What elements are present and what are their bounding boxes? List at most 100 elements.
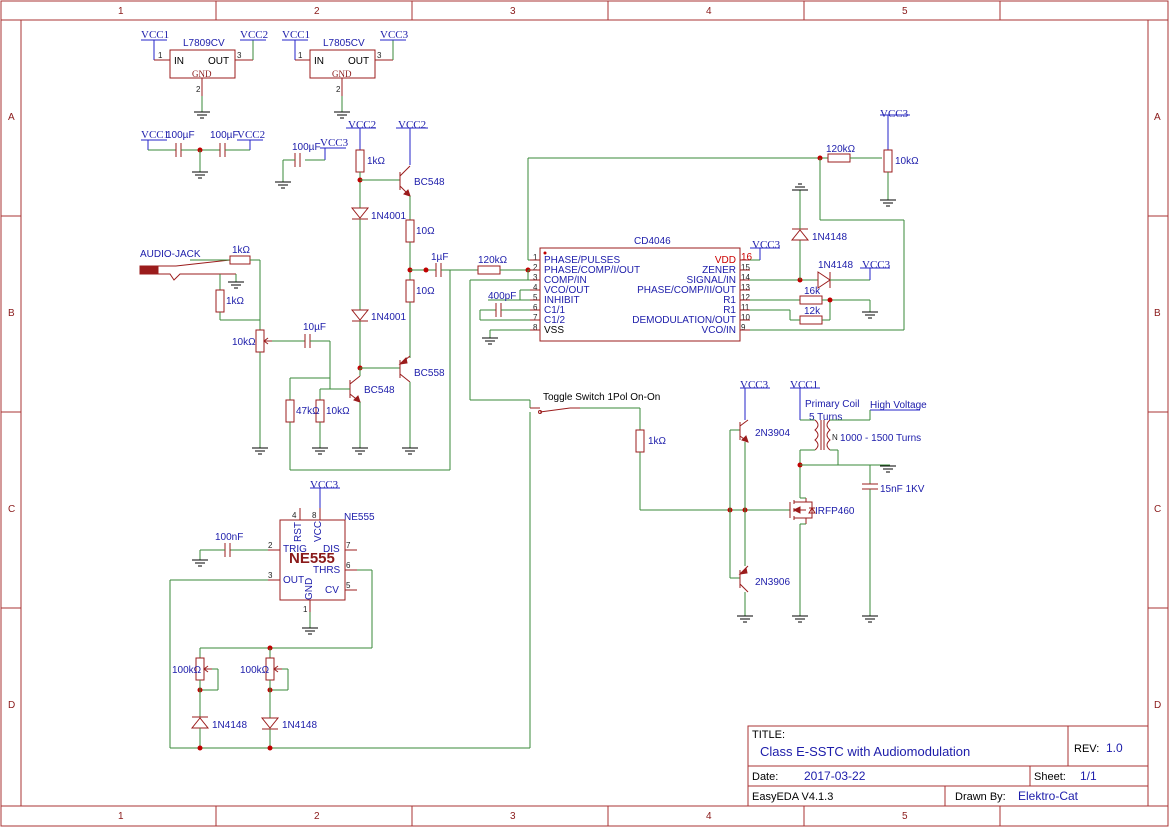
diode-label: 1N4001 [371, 312, 406, 323]
drawn-by-label: Drawn By: [955, 791, 1006, 803]
frame-row-labels: A B C D A B C D [8, 112, 1161, 711]
potentiometer-value: 10kΩ [895, 156, 919, 167]
pin-number: 6 [533, 303, 538, 312]
cd4046-left-pins: PHASE/PULSES PHASE/COMP/I/OUT COMP/IN VC… [533, 253, 640, 336]
pin-number: 9 [741, 323, 746, 332]
ground-symbol [862, 615, 878, 623]
ground-symbol [792, 615, 808, 623]
capacitor-value: 100µF [166, 130, 195, 141]
vcc3-net-label: VCC3 [320, 137, 349, 149]
cd4046-right-pins: VDD ZENER SIGNAL/IN PHASE/COMP/II/OUT R1… [632, 252, 752, 336]
pin-label: GND [332, 69, 352, 79]
pin-number: 14 [741, 273, 750, 282]
pin-label: SIGNAL/IN [687, 275, 736, 286]
ground-symbol [792, 183, 808, 191]
ground-symbol [880, 465, 896, 473]
drawn-by-value: Elektro-Cat [1018, 789, 1079, 803]
toggle-switch: Toggle Switch 1Pol On-On 1kΩ [529, 392, 784, 748]
column-label: 2 [314, 6, 320, 17]
vcc1-net-label: VCC1 [141, 129, 169, 141]
vcc3-net-label: VCC3 [740, 379, 769, 391]
ground-symbol [352, 447, 368, 455]
vcc3-net-label: VCC3 [380, 29, 409, 41]
pin-label: GND [192, 69, 212, 79]
pin-label: OUT [283, 575, 304, 586]
vcc2-net-label: VCC2 [240, 29, 268, 41]
diode-label: 1N4148 [212, 720, 247, 731]
row-label: D [1154, 700, 1161, 711]
ground-symbol [192, 171, 208, 179]
mosfet-label: IRFP460 [815, 506, 855, 517]
diode-label: 1N4148 [812, 232, 847, 243]
pin-label: PHASE/PULSES [544, 255, 620, 266]
pin-label: PHASE/COMP/II/OUT [637, 285, 736, 296]
pin-number: 1 [158, 51, 163, 60]
regulator-l7809: VCC1 IN OUT GND 1 3 2 L7809CV VCC2 [141, 29, 268, 112]
column-label: 1 [118, 811, 124, 822]
capacitor-value: 100µF [210, 130, 239, 141]
input-filter-caps: VCC1 100µF 100µF VCC2 [141, 129, 265, 172]
ne555-ic: VCC3 NE555 4 8 RST VCC NE555 TRIG DIS OU… [268, 479, 375, 628]
pin-label: N [832, 433, 838, 442]
diode-label: 1N4001 [371, 211, 406, 222]
resistor-value: 1kΩ [648, 436, 667, 447]
pin-label: VDD [715, 255, 736, 266]
tool-version: EasyEDA V4.1.3 [752, 791, 833, 803]
ground-symbol [737, 615, 753, 623]
ic-name: CD4046 [634, 236, 671, 247]
pin-number: 5 [533, 293, 538, 302]
column-label: 4 [706, 811, 712, 822]
pin-number: 3 [237, 51, 242, 60]
pin-label: R1 [723, 295, 736, 306]
row-label: C [8, 504, 15, 515]
vcc1-net-label: VCC1 [282, 29, 310, 41]
capacitor-value: 15nF 1KV [880, 484, 925, 495]
amplifier-stage: VCC2 1kΩ VCC2 BC548 10Ω 10Ω 1N4001 1N400… [285, 119, 536, 471]
pin-number: 2 [336, 85, 341, 94]
column-label: 2 [314, 811, 320, 822]
transistor-label: BC548 [414, 177, 445, 188]
high-voltage-label: High Voltage [870, 400, 927, 411]
transistor-label: BC558 [414, 368, 445, 379]
ground-symbol [194, 111, 210, 119]
row-label: D [8, 700, 15, 711]
pin-label: IN [174, 56, 184, 67]
transistor-label: 2N3904 [755, 428, 790, 439]
pin-number: 2 [196, 85, 201, 94]
potentiometer-value: 10kΩ [232, 337, 256, 348]
pin-label: COMP/IN [544, 275, 587, 286]
resistor-value: 1kΩ [232, 245, 251, 256]
pin-label: PHASE/COMP/I/OUT [544, 265, 640, 276]
ground-symbol [228, 281, 244, 289]
coil-turns: 1000 - 1500 Turns [840, 433, 921, 444]
capacitor-value: 100µF [292, 142, 321, 153]
rev-label: REV: [1074, 743, 1099, 755]
vcc3-net-label: VCC3 [310, 479, 339, 491]
pin-number: 7 [346, 541, 351, 550]
pin-number: 8 [312, 511, 317, 520]
capacitor-value: 400pF [488, 291, 516, 302]
ground-symbol [880, 199, 896, 207]
date-label: Date: [752, 771, 778, 783]
ground-symbol [334, 111, 350, 119]
pin-label: C1/1 [544, 305, 566, 316]
resistor-value: 1kΩ [367, 156, 386, 167]
column-label: 1 [118, 6, 124, 17]
capacitor-value: 100nF [215, 532, 243, 543]
row-label: B [1154, 308, 1161, 319]
ground-symbol [275, 181, 291, 189]
vcc2-net-label: VCC2 [398, 119, 426, 131]
resistor-value: 120kΩ [826, 144, 856, 155]
ne555-timing-network: 100nF 100kΩ 1N4148 100kΩ 1N4148 [169, 532, 530, 751]
resistor-value: 10Ω [416, 226, 435, 237]
ground-symbol [402, 447, 418, 455]
vcc1-net-label: VCC1 [141, 29, 169, 41]
pin-number: 2 [268, 541, 273, 550]
capacitor-value: 1µF [431, 252, 448, 263]
pin-number: 13 [741, 283, 750, 292]
pin-label: TRIG [283, 544, 307, 555]
potentiometer-value: 100kΩ [240, 665, 270, 676]
title-label: TITLE: [752, 729, 785, 741]
pin-number: 16 [741, 252, 753, 263]
